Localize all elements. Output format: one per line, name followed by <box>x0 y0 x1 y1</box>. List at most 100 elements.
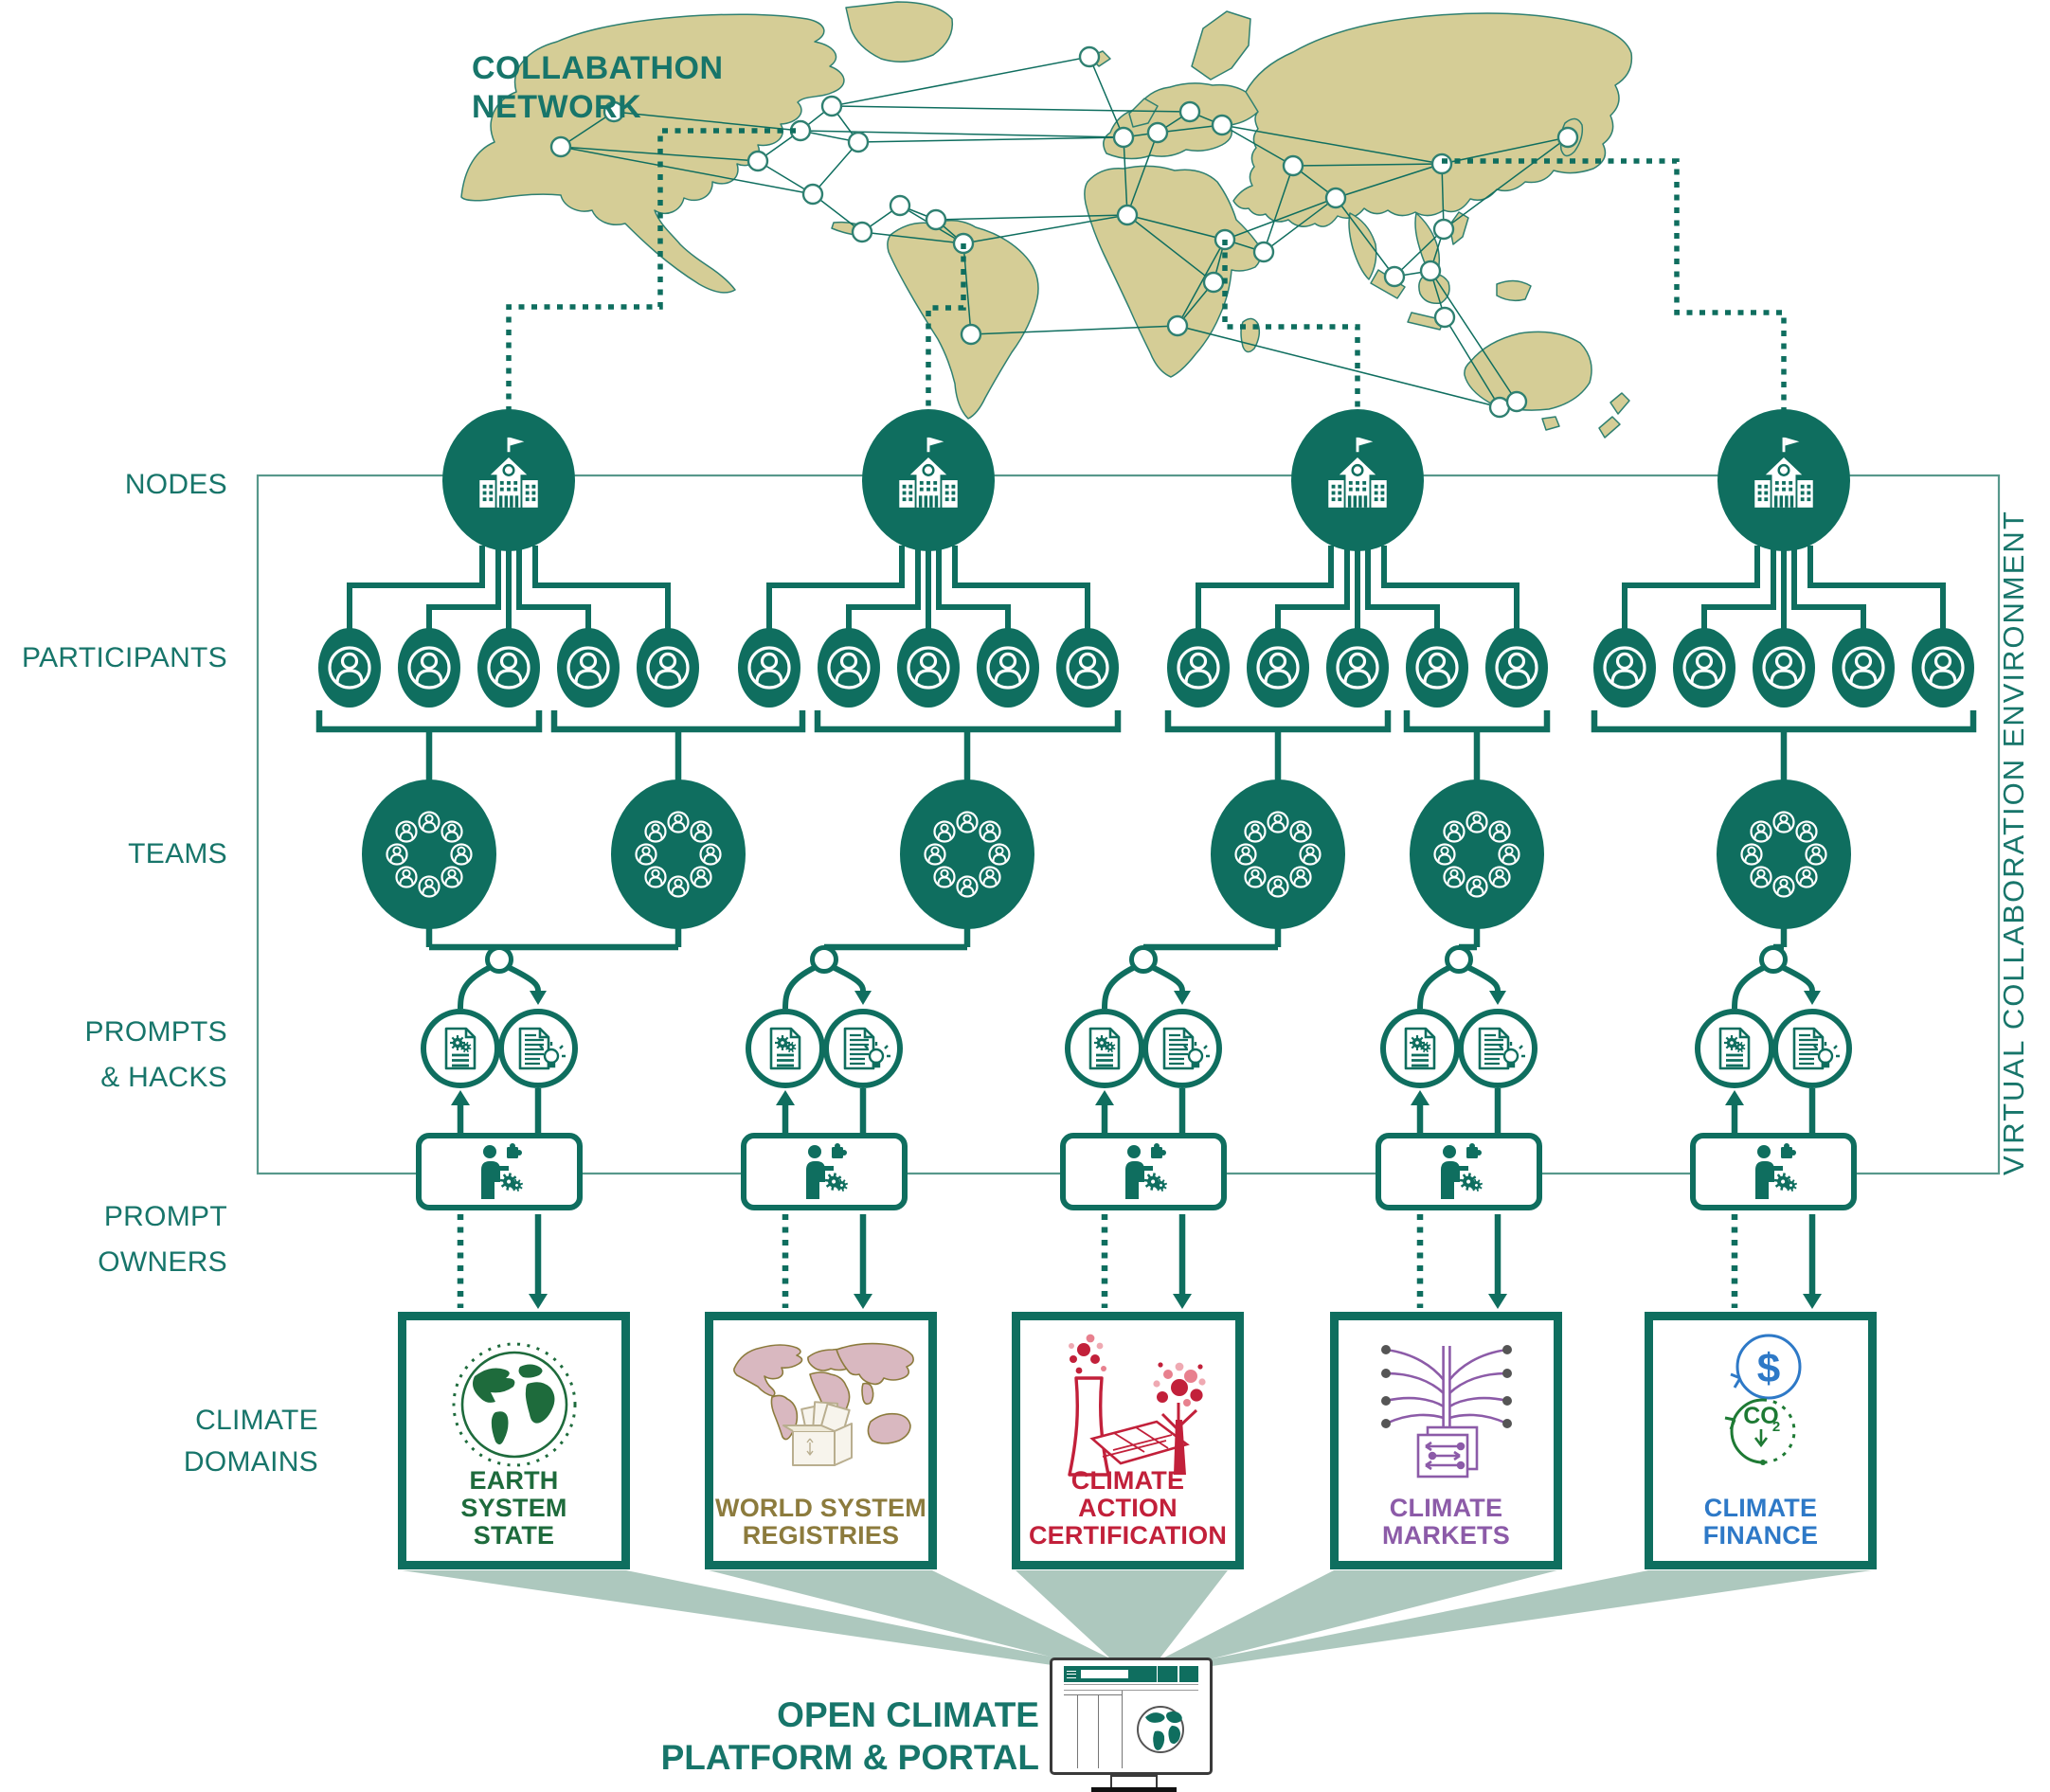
prompt-owner-icon <box>1125 1143 1170 1199</box>
institution-building-icon <box>1328 437 1387 508</box>
domain-caption-climate-markets: CLIMATE MARKETS <box>1382 1494 1510 1550</box>
domain-box-world-system-registries: WORLD SYSTEM REGISTRIES <box>705 1312 937 1569</box>
team-circle-4 <box>1211 780 1345 929</box>
map-australia <box>1464 331 1592 411</box>
domain-box-climate-finance: $ CO 2 CLIMATE FINANCE <box>1645 1312 1877 1569</box>
participant-circle-4-1 <box>1593 628 1656 708</box>
participant-circle-4-3 <box>1753 628 1815 708</box>
prompt-document-icon <box>1088 1027 1121 1070</box>
domain-caption-climate-action-certification: CLIMATE ACTION CERTIFICATION <box>1028 1466 1228 1550</box>
virtual-collaboration-environment-label: VIRTUAL COLLABORATION ENVIRONMENT <box>1997 510 2030 1176</box>
row-label-teams: TEAMS <box>128 838 227 869</box>
participant-circle-4-4 <box>1832 628 1895 708</box>
person-icon <box>1603 646 1646 690</box>
diagram-title-line1: COLLABATHON <box>472 50 724 86</box>
team-circle-5 <box>1410 780 1544 929</box>
person-icon <box>1177 646 1220 690</box>
map-philippines <box>1448 211 1469 245</box>
hack-circle-1 <box>498 1009 578 1088</box>
participant-circle-3-1 <box>1167 628 1230 708</box>
menu-icon <box>1067 1670 1076 1678</box>
participant-circle-4-5 <box>1912 628 1974 708</box>
portal-toolbar-buttons <box>1157 1666 1198 1682</box>
team-ring-icon <box>1234 811 1322 898</box>
prompt-document-icon <box>444 1027 477 1070</box>
participant-circle-2-3 <box>897 628 960 708</box>
map-india <box>1348 212 1377 280</box>
person-icon <box>1336 646 1379 690</box>
row-label-participants: PARTICIPANTS <box>22 642 227 673</box>
prompt-owner-box-1 <box>416 1133 583 1210</box>
portal-data-table <box>1064 1691 1123 1768</box>
map-uk <box>1128 98 1159 128</box>
team-circle-6 <box>1717 780 1851 929</box>
prompt-owner-icon <box>1441 1143 1485 1199</box>
portal-search-field <box>1081 1670 1128 1678</box>
team-circle-3 <box>900 780 1034 929</box>
person-icon <box>1495 646 1538 690</box>
hack-document-icon <box>1162 1027 1210 1070</box>
person-icon <box>1256 646 1300 690</box>
participant-circle-1-2 <box>398 628 460 708</box>
map-new-guinea <box>1496 279 1532 302</box>
domain-box-climate-action-certification: CLIMATE ACTION CERTIFICATION <box>1012 1312 1244 1569</box>
participant-circle-1-1 <box>318 628 381 708</box>
node-circle-3 <box>1291 409 1424 551</box>
participant-circle-3-3 <box>1326 628 1389 708</box>
prompt-owner-box-3 <box>1060 1133 1227 1210</box>
map-madagascar <box>1240 317 1261 353</box>
prompt-circle-5 <box>1695 1009 1774 1088</box>
domain-caption-earth-system-state: EARTH SYSTEM STATE <box>460 1466 567 1550</box>
domain-box-climate-markets: CLIMATE MARKETS <box>1330 1312 1562 1569</box>
row-label-nodes: NODES <box>124 469 227 500</box>
monitor-stand <box>1110 1775 1158 1787</box>
person-icon <box>1842 646 1885 690</box>
participant-circle-2-2 <box>818 628 880 708</box>
platform-title-line1: OPEN CLIMATE <box>777 1695 1039 1734</box>
portal-menu-bar <box>1064 1684 1198 1691</box>
person-icon <box>986 646 1030 690</box>
hack-document-icon <box>1478 1027 1525 1070</box>
diagram-title-line2: NETWORK <box>472 89 642 125</box>
institution-building-icon <box>479 437 538 508</box>
co2-subscript: 2 <box>1771 1419 1779 1435</box>
node-circle-4 <box>1717 409 1850 551</box>
institution-building-icon <box>1754 437 1813 508</box>
row-label-climate-domains: CLIMATE DOMAINS <box>183 1405 318 1478</box>
prompt-circle-4 <box>1380 1009 1460 1088</box>
participant-circle-2-1 <box>738 628 800 708</box>
map-java <box>1407 312 1445 331</box>
person-icon <box>1066 646 1109 690</box>
person-icon <box>487 646 530 690</box>
person-icon <box>827 646 871 690</box>
portal-content <box>1064 1691 1198 1768</box>
hack-document-icon <box>843 1027 890 1070</box>
participant-circle-3-5 <box>1485 628 1548 708</box>
person-icon <box>747 646 791 690</box>
portal-globe-icon <box>1137 1706 1184 1753</box>
monitor-stand-base <box>1091 1787 1177 1792</box>
team-ring-icon <box>635 811 722 898</box>
person-icon <box>1415 646 1459 690</box>
domain-to-platform-beams <box>402 1570 1872 1671</box>
world-map-archive-icon <box>727 1330 916 1479</box>
hack-circle-3 <box>1142 1009 1222 1088</box>
prompt-owner-icon <box>806 1143 851 1199</box>
prompt-circle-2 <box>746 1009 825 1088</box>
team-ring-icon <box>924 811 1011 898</box>
prompt-owner-icon <box>481 1143 526 1199</box>
portal-map-pane <box>1123 1691 1198 1768</box>
power-plant-solar-tree-icon <box>1048 1330 1209 1479</box>
person-icon <box>407 646 451 690</box>
map-south-america <box>887 220 1039 420</box>
person-icon <box>907 646 950 690</box>
map-scandinavia <box>1191 10 1251 81</box>
participant-circle-2-5 <box>1056 628 1119 708</box>
prompt-document-icon <box>1404 1027 1436 1070</box>
node-circle-2 <box>862 409 995 551</box>
platform-title: OPEN CLIMATE PLATFORM & PORTAL <box>474 1693 1039 1779</box>
prompt-owner-box-4 <box>1376 1133 1542 1210</box>
market-network-icon <box>1366 1330 1527 1479</box>
team-circle-2 <box>611 780 746 929</box>
hack-circle-5 <box>1772 1009 1852 1088</box>
